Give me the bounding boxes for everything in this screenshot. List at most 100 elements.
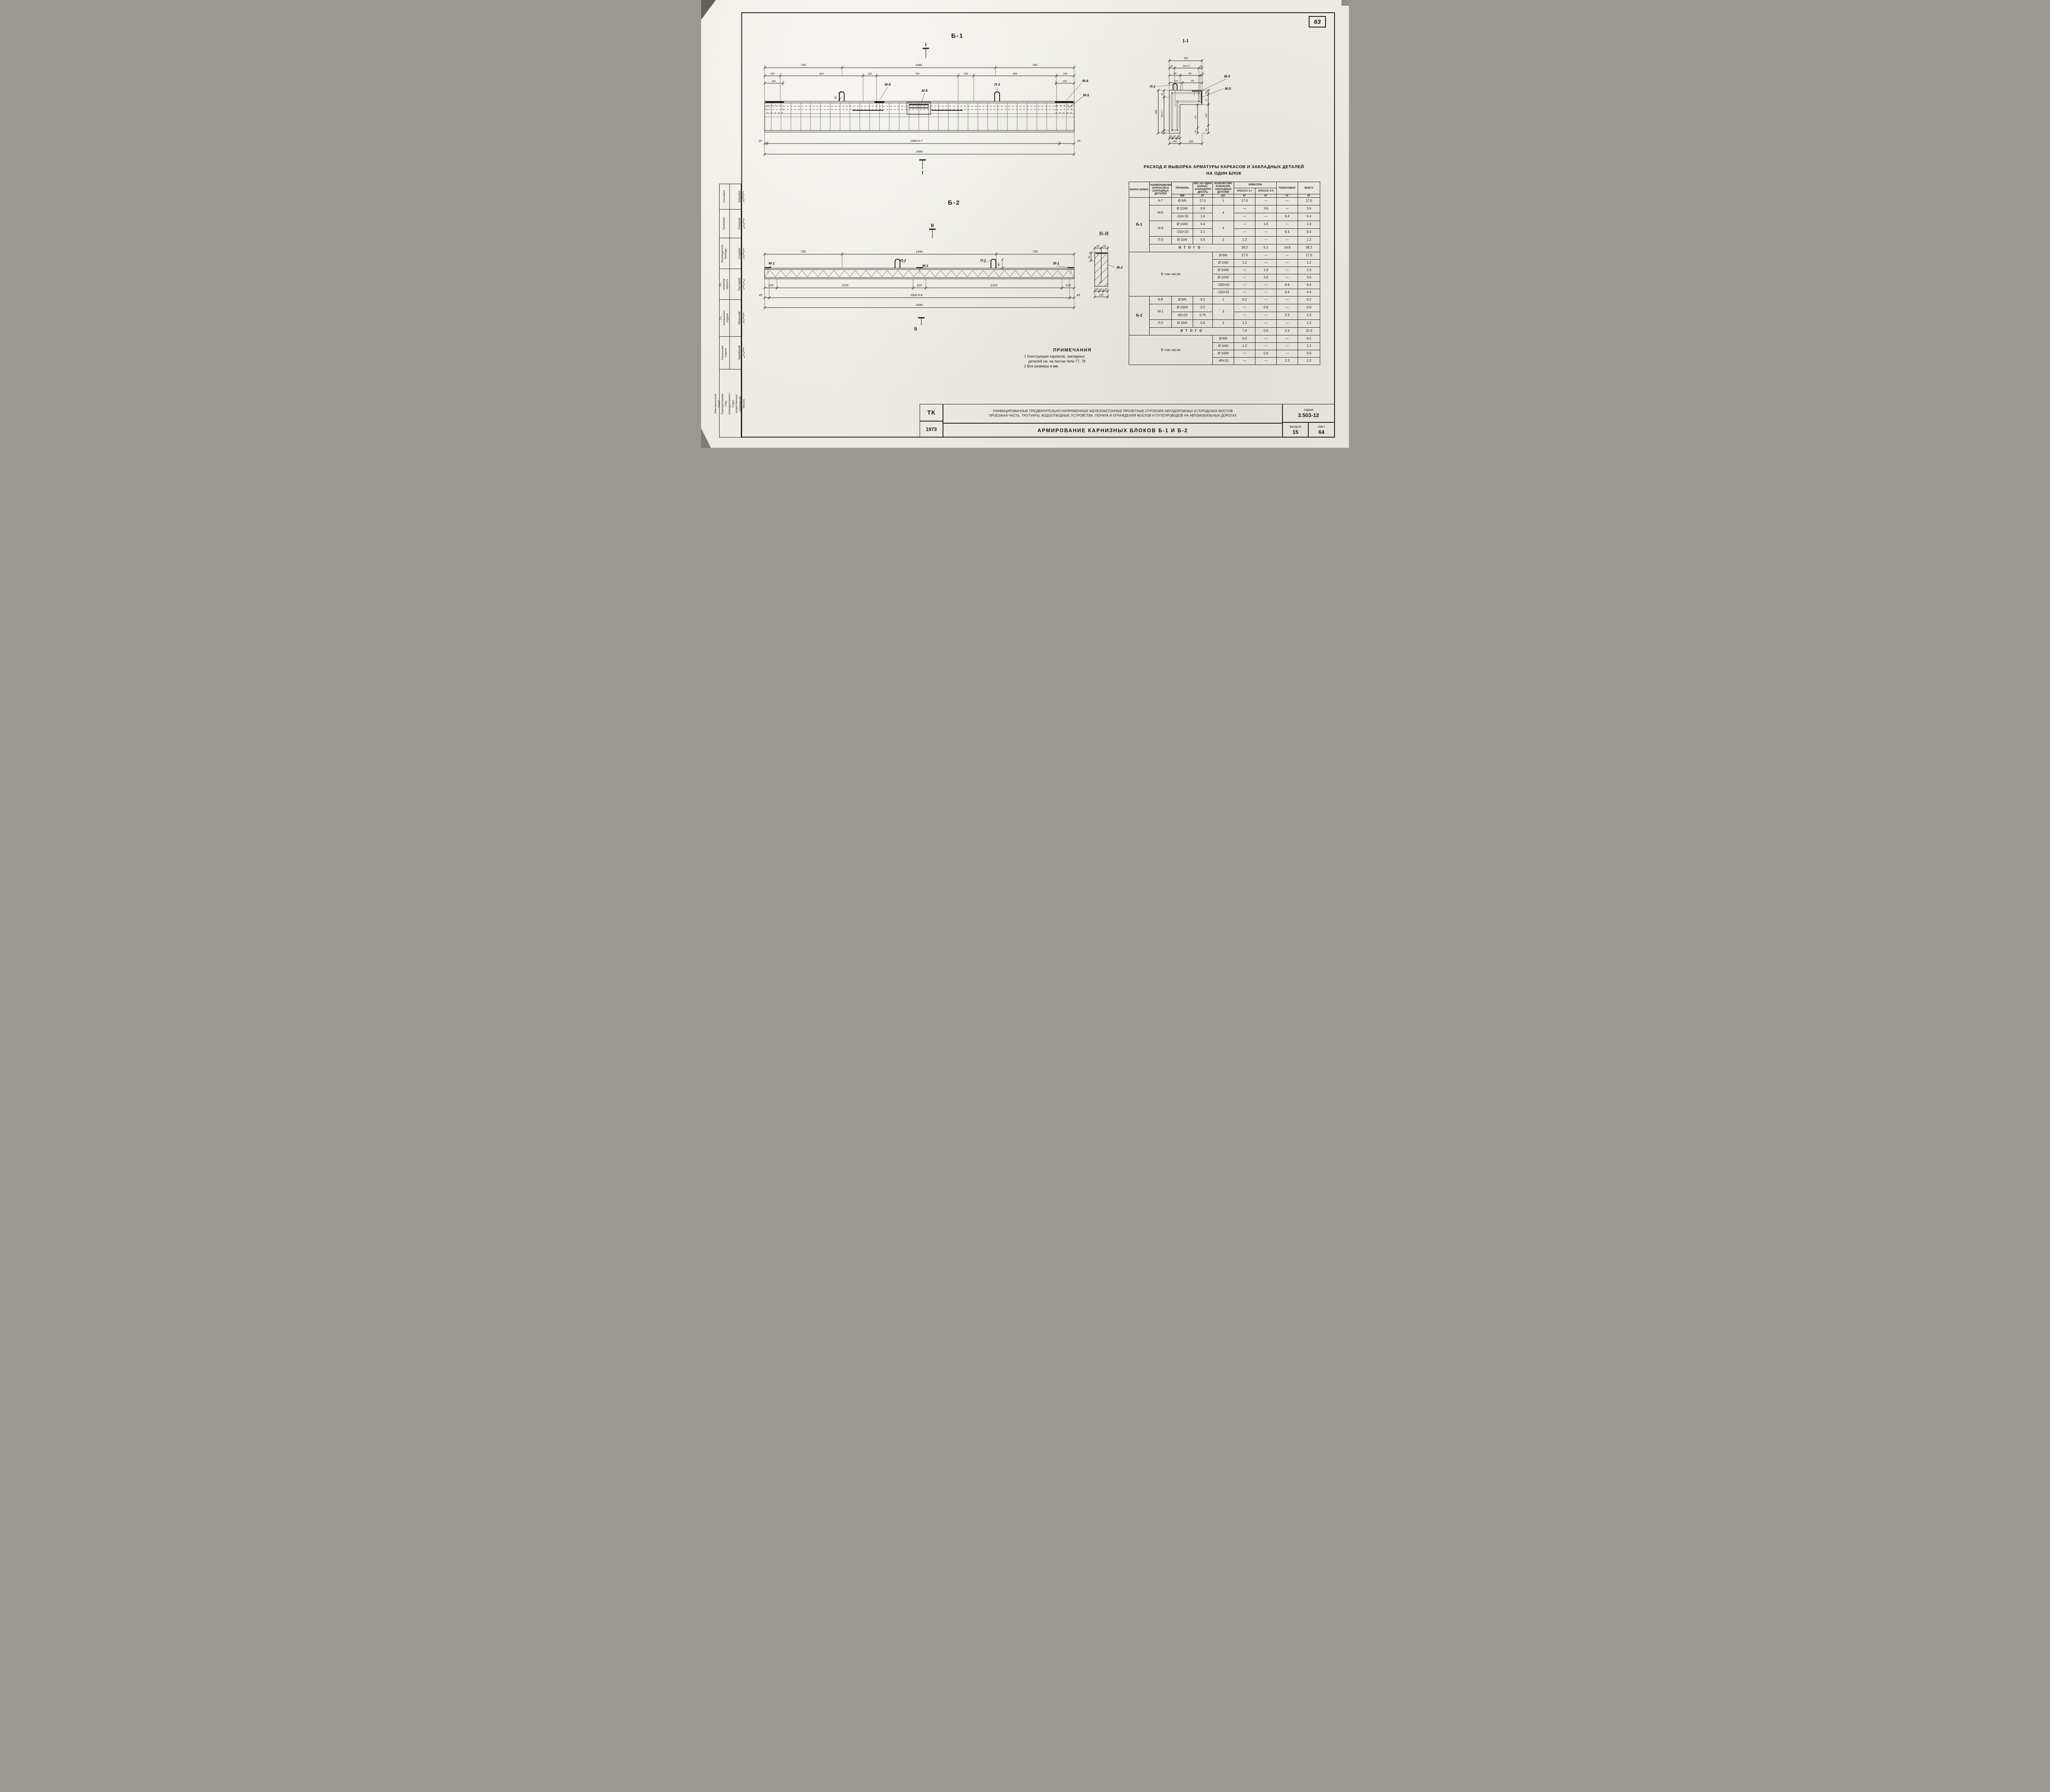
- dim-label: 1315: [991, 283, 998, 287]
- cell: —: [1234, 311, 1255, 320]
- including-label: В том числе: [1129, 251, 1213, 296]
- dim-label: 30: [1177, 135, 1180, 138]
- org-line: Главтранспроект: [721, 393, 724, 415]
- dim-label: 80: [834, 96, 837, 99]
- dim-label: 150: [964, 73, 968, 75]
- stamp-role: Гл. специалист отдела: [719, 310, 729, 326]
- cell: 3.6: [1298, 205, 1321, 213]
- cell: —: [1276, 274, 1298, 282]
- cell: 3.6: [1255, 274, 1277, 282]
- cell: 1.6: [1298, 266, 1321, 274]
- stamp-name: Борцова: [737, 191, 741, 203]
- series-description-line1: УНИФИЦИРОВАННЫЕ ПРЕДВАРИТЕЛЬНО НАПРЯЖЕНН…: [993, 409, 1233, 413]
- s2-dimension-lines: [1089, 246, 1109, 299]
- detail-label: М-1: [769, 261, 775, 265]
- s2-leader-lines: [1107, 264, 1115, 267]
- page-number-box: 63: [1309, 16, 1326, 27]
- block-mark: Б-1: [1129, 197, 1150, 252]
- cell: —: [1276, 335, 1298, 343]
- title-block-series-cell: серия 3.503-12: [1282, 404, 1335, 422]
- dim-label: 50: [1171, 65, 1173, 68]
- stamp-role: Руководитель бригады: [721, 244, 728, 262]
- cell: —: [1255, 342, 1277, 350]
- cell: —: [1255, 251, 1277, 260]
- detail-label: М-1: [922, 264, 929, 268]
- s2-embedded-detail: [1096, 249, 1107, 283]
- cell: 6.2: [1298, 296, 1321, 304]
- stamp-name-cell: Старова: [730, 238, 754, 269]
- drawing-b1-elevation: Б-1 I I 750 1480 750 150 800 130 790 150…: [758, 32, 1089, 176]
- cell: 8.4: [1298, 228, 1321, 237]
- cell: 1: [1212, 296, 1234, 304]
- cell: Ø 8АI: [1171, 296, 1193, 304]
- cell: 6.4: [1276, 212, 1298, 221]
- dim-label: 750: [801, 63, 806, 67]
- rebar-consumption-table: МАРКА БЛОКА НАИМЕНОВАНИЕ КАРКАСОВ И ЗАКЛ…: [1129, 182, 1321, 365]
- dim-label: 790: [915, 73, 920, 75]
- detail-label: П-3: [1150, 84, 1155, 89]
- dim-label: 41: [1100, 288, 1102, 291]
- cell: 1.2: [1234, 259, 1255, 267]
- cell: -80×10: [1212, 357, 1234, 365]
- dim-label: 45: [1077, 293, 1080, 297]
- cell: -150×10: [1212, 281, 1234, 289]
- sheet-number: 64: [1318, 429, 1325, 435]
- cell: —: [1255, 311, 1277, 320]
- cell: —: [1234, 349, 1255, 358]
- dim-label: 45: [759, 293, 763, 297]
- stamp-name-cell: Иванский: [730, 300, 754, 336]
- drawing-section-1-1: I-I 300 50 240 К-7 30 100 180 20 120 180…: [1150, 38, 1231, 146]
- cell: 1.2: [1298, 342, 1321, 350]
- s1-leader-lines: [1157, 78, 1227, 98]
- cell: —: [1234, 357, 1255, 365]
- col-header: ПОЛОСОВАЯ: [1276, 182, 1298, 194]
- cell: Ø 10АI: [1171, 236, 1193, 244]
- cell: 0.6: [1193, 319, 1213, 328]
- stamp-role: Проверил: [722, 217, 726, 230]
- b1-dimension-lines: [763, 65, 1076, 156]
- dim-label: 150: [1063, 73, 1068, 75]
- cell: П-3: [1149, 236, 1172, 244]
- cell: 17.0: [1234, 197, 1255, 205]
- cell: 7.4: [1234, 327, 1255, 335]
- stamp-row: Гл. специалист отдела Иванский: [719, 300, 745, 337]
- cell: К-8: [1149, 296, 1172, 304]
- cell: М-1: [1149, 303, 1172, 320]
- stamp-role-cell: Проверил: [720, 210, 730, 238]
- cell: 0.6: [1298, 303, 1321, 312]
- total-label: И Т О Г О ·: [1149, 244, 1234, 252]
- detail-label: М-1: [1117, 265, 1123, 269]
- drawing-title: Б-1: [951, 32, 963, 39]
- series-label: серия: [1303, 408, 1314, 412]
- dim-label: 30: [1161, 131, 1164, 133]
- cell: —: [1234, 228, 1255, 237]
- cell: Ø 10АII: [1171, 220, 1193, 229]
- col-header: КЛАССА А-I: [1234, 187, 1255, 194]
- detail-label: М-6: [885, 82, 891, 87]
- col-header: КОЛИЧЕСТВО КАРКАСОВ, ЗАКЛАДНЫХ ДЕТАЛЕЙ: [1212, 182, 1234, 194]
- dim-label: 50: [1195, 130, 1197, 133]
- unit-header: ММ: [1171, 194, 1193, 198]
- cell: 2.3: [1276, 357, 1298, 365]
- cell: 17.0: [1298, 197, 1321, 205]
- cell: —: [1234, 266, 1255, 274]
- cell: -150×10: [1171, 228, 1193, 237]
- detail-label: П-2: [900, 258, 906, 262]
- stamp-role: Гл. инженер проекта: [719, 278, 729, 290]
- stamp-name: Иванский: [737, 311, 741, 325]
- cell: 1.6: [1193, 212, 1213, 221]
- cell: 6.4: [1298, 212, 1321, 221]
- cell: 1.6: [1255, 220, 1277, 229]
- stamp-row: Начальник отдела Чарийский: [720, 337, 745, 369]
- cell: 2.3: [1298, 311, 1321, 320]
- cell: -110×10: [1171, 212, 1193, 221]
- cell: —: [1276, 349, 1298, 358]
- cell: Ø 8АI: [1171, 197, 1193, 205]
- drawing-b2-elevation: Б-2 II II 750 1490 750 М-1 П-2 М-1 П-2 М…: [759, 199, 1080, 332]
- cell: 2: [1212, 236, 1234, 244]
- dim-label: 30: [1170, 135, 1172, 138]
